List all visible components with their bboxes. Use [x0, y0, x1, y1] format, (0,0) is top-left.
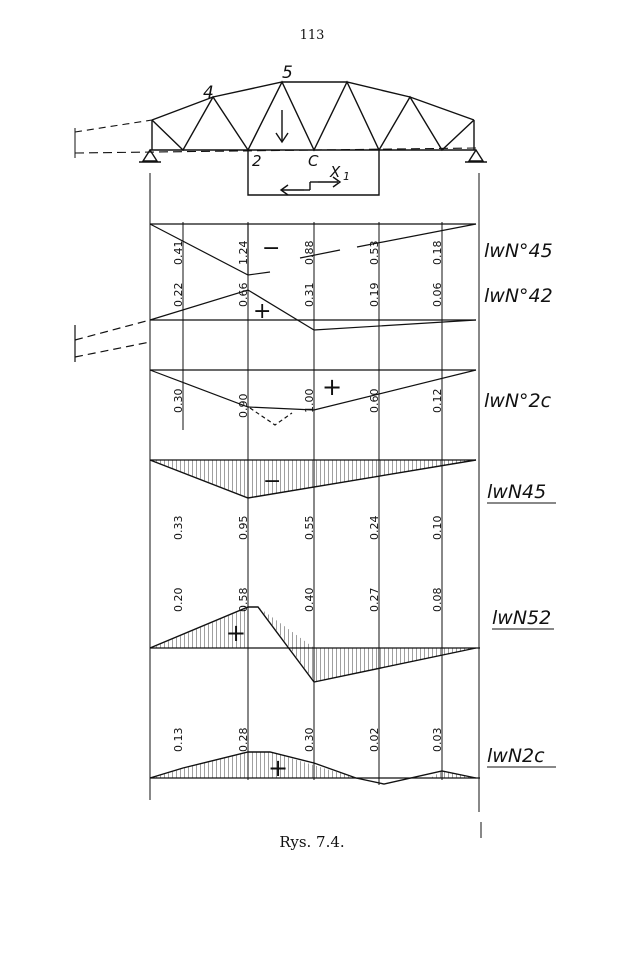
ordinate-value: 0.95 — [237, 516, 250, 541]
label-lw-n2c-zero: lwN°2c — [484, 390, 552, 412]
influence-line-labels: lwN°45 lwN°42 lwN°2c lwN45 lwN52 lwN2c — [484, 240, 553, 767]
influence-line-n45 — [149, 459, 477, 499]
label-lw-n2c: lwN2c — [487, 745, 545, 767]
ordinate-value: 0.22 — [172, 283, 185, 308]
ordinate-value: 0.40 — [303, 588, 316, 613]
ordinate-value: 0.19 — [368, 283, 381, 308]
truss-node-labels: 4 5 2 C X 1 — [203, 63, 350, 183]
ordinates-n2c-zero: 0.30 0.90 1.00 0.60 0.12 — [172, 389, 444, 419]
ordinate-value: 0.58 — [237, 588, 250, 613]
ordinates-n52: 0.20 0.58 0.40 0.27 0.08 — [172, 588, 444, 613]
sign-plus-4: + — [268, 754, 288, 782]
vertical-guides — [149, 173, 482, 838]
ordinate-value: 0.53 — [368, 241, 381, 266]
ordinate-value: 0.06 — [431, 283, 444, 308]
label-lw-n45-zero: lwN°45 — [484, 240, 553, 262]
node-label-4: 4 — [203, 83, 214, 103]
ordinate-value: 0.13 — [172, 728, 185, 753]
ordinate-value: 0.27 — [368, 588, 381, 613]
ordinates-n45-zero: 0.41 1.24 0.88 0.53 0.18 — [172, 241, 444, 266]
sign-minus-1: − — [262, 236, 280, 261]
ordinate-value: 0.12 — [431, 389, 444, 414]
ordinate-value: 1.00 — [303, 389, 316, 414]
node-label-c: C — [308, 152, 319, 170]
ordinate-value: 0.30 — [172, 389, 185, 414]
ordinate-value: 0.33 — [172, 516, 185, 541]
label-lw-n45: lwN45 — [487, 481, 546, 503]
page-number: 113 — [299, 28, 325, 43]
ordinate-value: 0.88 — [303, 241, 316, 266]
ordinate-value: 1.24 — [237, 241, 250, 266]
ordinate-value: 0.03 — [431, 728, 444, 753]
ordinate-value: 0.66 — [237, 283, 250, 308]
ordinate-value: 0.55 — [303, 516, 316, 541]
truss-structure — [74, 80, 487, 196]
ordinate-value: 0.60 — [368, 389, 381, 414]
influence-line-n2c — [149, 751, 480, 785]
ordinate-value: 0.20 — [172, 588, 185, 613]
label-lw-n42-zero: lwN°42 — [484, 285, 553, 307]
ordinate-value: 0.24 — [368, 516, 381, 541]
redundant-label-x: X — [329, 163, 341, 181]
ordinate-value: 0.31 — [303, 283, 316, 308]
ordinates-n45: 0.33 0.95 0.55 0.24 0.10 — [172, 516, 444, 541]
sign-plus-2: + — [322, 373, 342, 401]
ordinate-value: 0.02 — [368, 728, 381, 753]
ordinates-n42-zero: 0.22 0.66 0.31 0.19 0.06 — [172, 283, 444, 308]
label-lw-n52: lwN52 — [492, 607, 551, 629]
influence-line-n42-zero — [74, 289, 477, 362]
sign-minus-2: − — [263, 469, 281, 494]
sign-plus-3: + — [226, 619, 246, 647]
ordinates-n2c: 0.13 0.28 0.30 0.02 0.03 — [172, 728, 444, 753]
ordinate-value: 0.30 — [303, 728, 316, 753]
influence-line-n52 — [149, 606, 480, 683]
node-label-5: 5 — [282, 63, 293, 83]
ordinate-value: 0.90 — [237, 394, 250, 419]
ordinate-value: 0.41 — [172, 241, 185, 266]
ordinate-value: 0.28 — [237, 728, 250, 753]
ordinate-value: 0.18 — [431, 241, 444, 266]
influence-line-n45-zero — [149, 223, 477, 276]
redundant-label-1: 1 — [343, 170, 350, 183]
node-label-2: 2 — [252, 152, 262, 170]
sign-plus-1: + — [253, 299, 271, 324]
influence-line-n2c-zero — [149, 369, 477, 426]
label-underlines — [487, 502, 556, 768]
ordinate-value: 0.10 — [431, 516, 444, 541]
figure-caption: Rys. 7.4. — [279, 833, 345, 851]
ordinate-value: 0.08 — [431, 588, 444, 613]
